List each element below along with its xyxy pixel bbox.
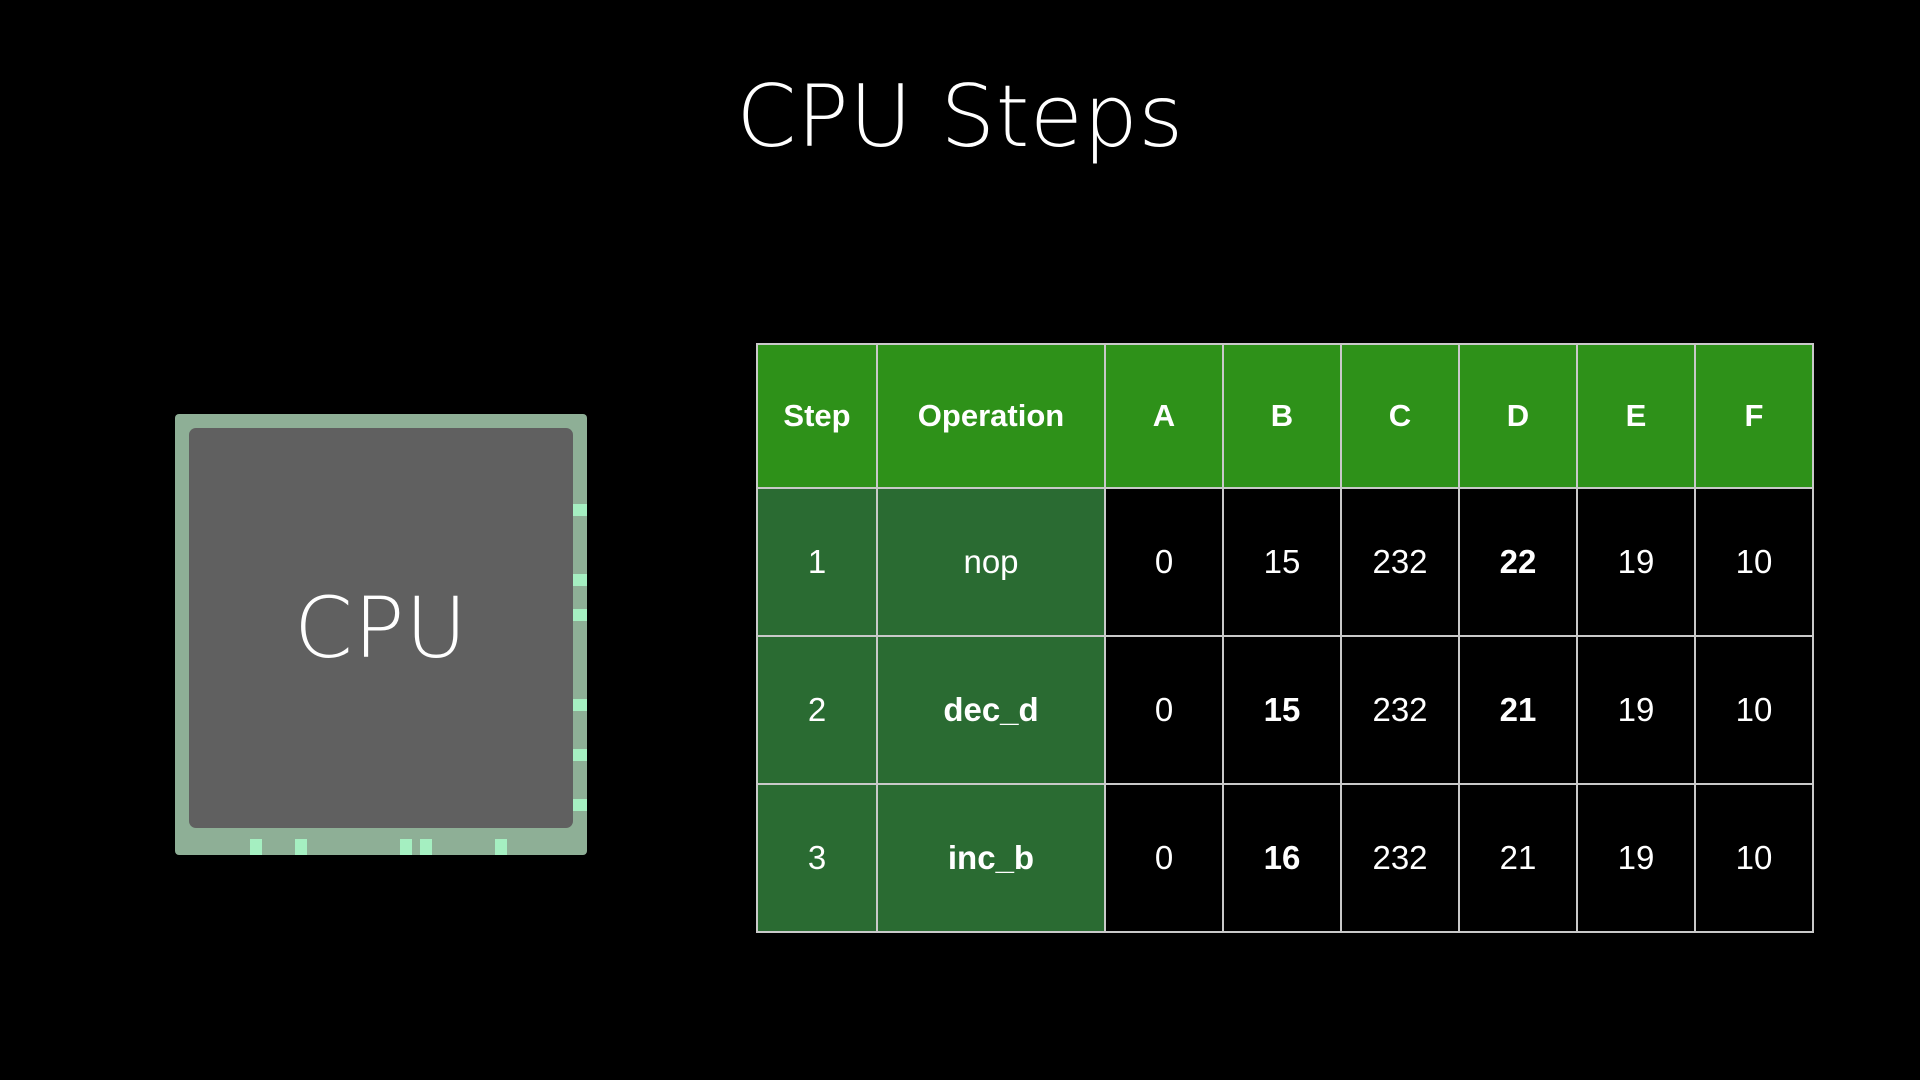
column-header-f: F	[1694, 343, 1814, 489]
cell-operation-2: dec_d	[876, 635, 1106, 785]
column-header-step: Step	[756, 343, 878, 489]
cpu-pin-bottom-2	[295, 839, 307, 855]
cell-register-c-1: 232	[1340, 487, 1460, 637]
cell-register-f-1: 10	[1694, 487, 1814, 637]
column-header-e: E	[1576, 343, 1696, 489]
cell-step-3: 3	[756, 783, 878, 933]
cpu-pin-right-5	[573, 749, 587, 761]
cell-register-b-1: 15	[1222, 487, 1342, 637]
column-header-d: D	[1458, 343, 1578, 489]
cell-register-a-1: 0	[1104, 487, 1224, 637]
cpu-pin-right-2	[573, 574, 587, 586]
cell-register-b-2: 15	[1222, 635, 1342, 785]
cell-register-c-2: 232	[1340, 635, 1460, 785]
cell-register-e-1: 19	[1576, 487, 1696, 637]
cpu-pin-right-6	[573, 799, 587, 811]
cpu-chip-frame: CPU	[175, 414, 587, 855]
cell-register-a-3: 0	[1104, 783, 1224, 933]
cell-register-a-2: 0	[1104, 635, 1224, 785]
cell-register-d-2: 21	[1458, 635, 1578, 785]
cell-register-f-3: 10	[1694, 783, 1814, 933]
cpu-pin-right-3	[573, 609, 587, 621]
cpu-chip-core: CPU	[189, 428, 573, 828]
cell-register-b-3: 16	[1222, 783, 1342, 933]
cpu-chip-label: CPU	[294, 579, 468, 677]
cell-register-d-3: 21	[1458, 783, 1578, 933]
cell-register-d-1: 22	[1458, 487, 1578, 637]
column-header-c: C	[1340, 343, 1460, 489]
cpu-pin-bottom-4	[420, 839, 432, 855]
cell-operation-1: nop	[876, 487, 1106, 637]
column-header-a: A	[1104, 343, 1224, 489]
column-header-operation: Operation	[876, 343, 1106, 489]
column-header-b: B	[1222, 343, 1342, 489]
cell-register-e-2: 19	[1576, 635, 1696, 785]
cpu-pin-right-1	[573, 504, 587, 516]
cpu-pin-bottom-1	[250, 839, 262, 855]
cell-step-2: 2	[756, 635, 878, 785]
cell-operation-3: inc_b	[876, 783, 1106, 933]
cpu-chip-diagram: CPU	[175, 414, 587, 855]
cpu-pin-bottom-3	[400, 839, 412, 855]
table-header-row: Step Operation A B C D E F	[756, 343, 1814, 489]
cpu-pin-bottom-5	[495, 839, 507, 855]
cell-register-c-3: 232	[1340, 783, 1460, 933]
cpu-pin-right-4	[573, 699, 587, 711]
cell-register-f-2: 10	[1694, 635, 1814, 785]
page-title: CPU Steps	[736, 67, 1184, 167]
cell-step-1: 1	[756, 487, 878, 637]
cell-register-e-3: 19	[1576, 783, 1696, 933]
